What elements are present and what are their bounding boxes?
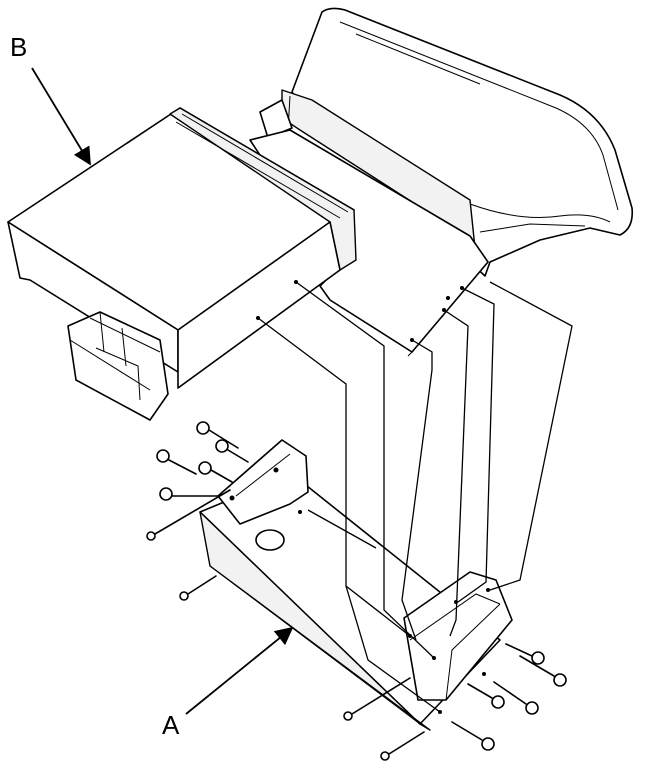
- bolt-icon: [493, 681, 539, 715]
- bolt-icon: [215, 439, 249, 463]
- callout-label-b: B: [10, 32, 28, 62]
- bolt-icon: [505, 643, 545, 665]
- screw-icon: [343, 677, 411, 721]
- fasteners: [146, 421, 567, 761]
- audio-unit: [7, 107, 357, 421]
- dashboard-bezel: [259, 7, 634, 277]
- screw-icon: [179, 575, 217, 601]
- bolt-icon: [467, 683, 505, 709]
- callout-arrow-a: [185, 626, 294, 715]
- callout-arrow-b: [31, 67, 91, 166]
- bolt-icon: [159, 487, 219, 501]
- mounting-bracket: [199, 439, 513, 731]
- screw-icon: [146, 489, 231, 541]
- assembly-guide-lines: [257, 281, 573, 713]
- callout-label-a: A: [162, 710, 180, 740]
- bolt-icon: [196, 421, 239, 449]
- screw-icon: [380, 731, 425, 761]
- bolt-icon: [451, 721, 495, 751]
- bolt-icon: [519, 655, 567, 687]
- bolt-icon: [156, 449, 197, 475]
- bolt-icon: [198, 461, 233, 483]
